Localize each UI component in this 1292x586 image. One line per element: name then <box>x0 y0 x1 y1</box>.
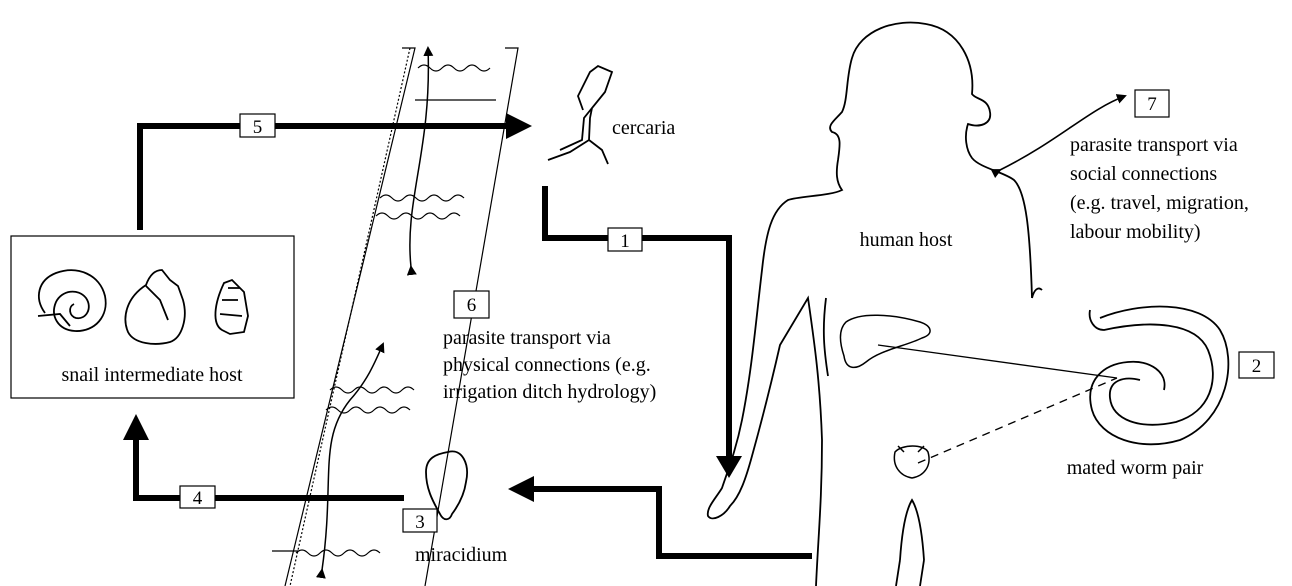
miracidium-label: miracidium <box>415 544 508 566</box>
liver-icon <box>841 315 931 367</box>
social-transport-line2: social connections <box>1070 163 1217 185</box>
step-3-number: 3 <box>415 512 425 533</box>
physical-transport-line2: physical connections (e.g. <box>443 354 651 376</box>
step-7-number: 7 <box>1147 94 1157 115</box>
physical-transport-line3: irrigation ditch hydrology) <box>443 381 656 403</box>
snail-host-label: snail intermediate host <box>61 364 243 386</box>
spiral-snail-icon <box>39 270 106 331</box>
physical-transport-line1: parasite transport via <box>443 327 611 349</box>
worm-pair-icon <box>1090 307 1229 445</box>
worm-pair-label: mated worm pair <box>1067 457 1204 479</box>
step-4-number: 4 <box>193 488 203 509</box>
bladder-icon <box>894 446 929 478</box>
cone-snail-icon <box>125 270 184 344</box>
arrow-step-1 <box>545 186 729 458</box>
human-host-label: human host <box>860 229 953 251</box>
step-2-number: 2 <box>1252 356 1262 377</box>
cercaria-label: cercaria <box>612 117 675 139</box>
bladder-pointer-line <box>918 378 1117 463</box>
liver-pointer-line <box>878 345 1117 378</box>
human-host-silhouette <box>708 22 1042 586</box>
arrow-step-3 <box>532 489 812 556</box>
social-transport-line1: parasite transport via <box>1070 134 1238 156</box>
step-5-number: 5 <box>253 117 263 138</box>
social-transport-arrow <box>1000 96 1125 170</box>
step-6-number: 6 <box>467 295 477 316</box>
arrow-step-4 <box>136 438 404 498</box>
cercaria-icon <box>548 66 612 164</box>
step-1-number: 1 <box>620 231 630 252</box>
snail-shells <box>38 270 248 344</box>
social-transport-line3: (e.g. travel, migration, <box>1070 192 1249 214</box>
social-transport-line4: labour mobility) <box>1070 221 1201 243</box>
arrow-step-5 <box>140 126 508 230</box>
